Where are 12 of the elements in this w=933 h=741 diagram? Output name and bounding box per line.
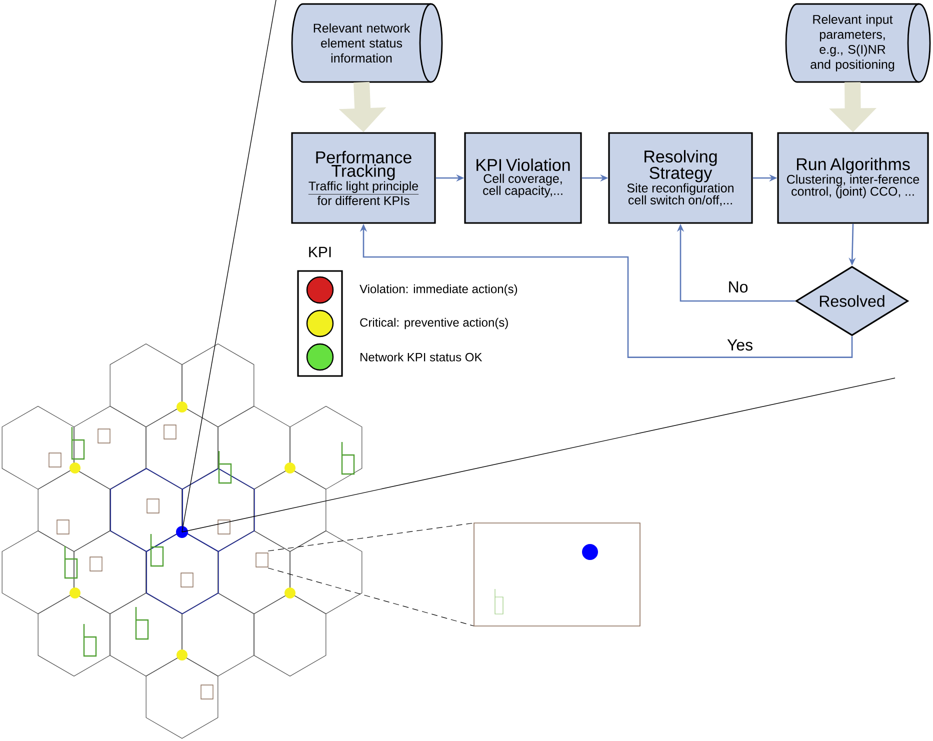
legend-text: Critical: preventive action(s): [360, 318, 508, 330]
input-cylinder: Relevant input parameters, e.g., S(I)NR and positioning: [785, 3, 931, 83]
process-box: Resolving Strategy Site reconfiguration cell switch on/off,...: [608, 132, 753, 224]
legend-text: Network KPI status OK: [360, 352, 482, 362]
legend-title: KPI: [309, 246, 331, 258]
input-cylinder: Relevant network element status information: [291, 3, 443, 83]
edge-label: No: [726, 280, 750, 294]
process-box: Run Algorithms Clustering, inter-ference control, (joint) CCO, ...: [777, 132, 929, 224]
edge-label: Yes: [726, 338, 754, 352]
process-box: Performance Tracking Traffic light principle for different KPIs: [291, 132, 436, 224]
process-box: KPI Violation Cell coverage, cell capacity,...: [464, 132, 582, 224]
legend-text: Violation: immediate action(s): [360, 284, 518, 296]
